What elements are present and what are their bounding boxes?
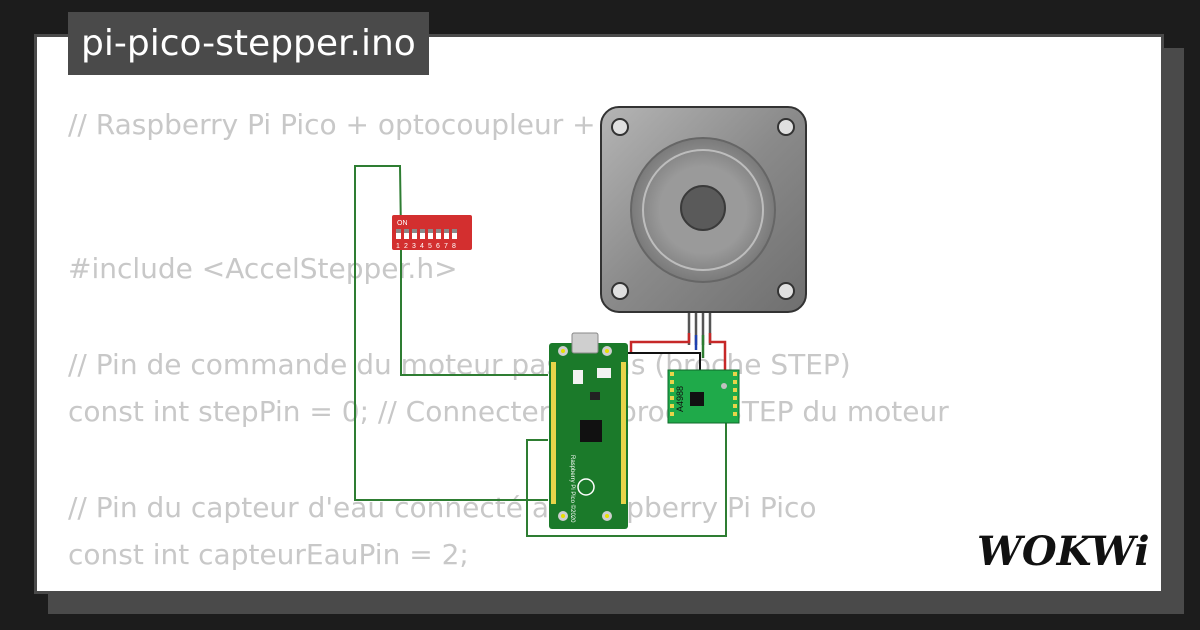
a4988-driver[interactable]: A4988 <box>667 369 740 424</box>
code-line: #include <AccelStepper.h> <box>68 252 458 285</box>
stepper-motor[interactable] <box>600 106 807 313</box>
dip-number: 3 <box>412 243 416 250</box>
code-line: const int stepPin = 0; // Connecter à la… <box>68 395 949 428</box>
dip-number: 5 <box>428 243 432 250</box>
dip-number: 8 <box>452 243 456 250</box>
green-wire[interactable] <box>526 422 727 537</box>
green-wire[interactable] <box>354 165 548 501</box>
dip-number: 1 <box>396 243 400 250</box>
driver-label: A4988 <box>675 386 685 412</box>
dip-number: 6 <box>436 243 440 250</box>
dip-number: 7 <box>444 243 448 250</box>
dip-number: 4 <box>420 243 424 250</box>
black-wire[interactable] <box>628 352 701 372</box>
code-line: // Pin du capteur d'eau connecté au Rasp… <box>68 491 817 524</box>
green-wire[interactable] <box>400 250 548 376</box>
svg-text:WOKWi: WOKWi <box>977 528 1150 575</box>
motor-leads <box>629 310 727 372</box>
dip-on-label: ON <box>397 220 408 227</box>
dip-switch[interactable]: ON 1 2 3 4 5 6 7 <box>392 215 472 250</box>
dip-number: 2 <box>404 243 408 250</box>
wokwi-logo: WOKWi <box>977 528 1150 575</box>
pico-label: Raspberry Pi Pico ©2020 <box>569 455 576 523</box>
file-tab[interactable]: pi-pico-stepper.ino <box>68 12 429 75</box>
code-line: const int capteurEauPin = 2; <box>68 538 469 571</box>
raspberry-pi-pico[interactable]: Raspberry Pi Pico ©2020 <box>549 332 628 529</box>
